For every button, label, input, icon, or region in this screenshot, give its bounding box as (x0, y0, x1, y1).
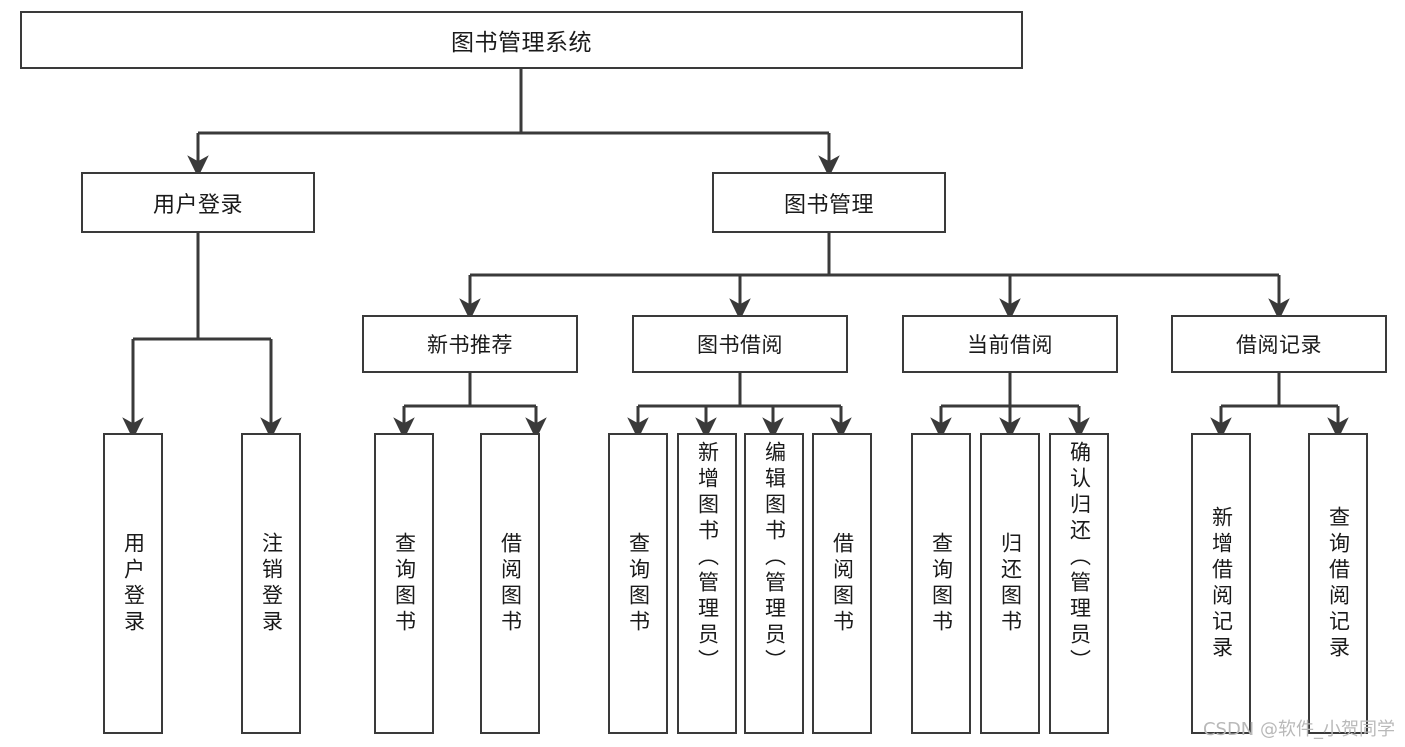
node-leaf-recommend-borrow-book[interactable]: 借阅图书 (480, 433, 540, 734)
node-label: 确认归还（管理员） (1067, 441, 1092, 675)
node-label: 编辑图书（管理员） (762, 441, 787, 675)
node-label: 当前借阅 (967, 333, 1053, 357)
node-label: 图书管理 (783, 192, 874, 218)
node-leaf-user-login-login[interactable]: 用户登录 (103, 433, 163, 734)
node-label: 图书管理系统 (451, 30, 592, 56)
node-label: 借阅图书 (830, 531, 855, 636)
leaf-text-wrap: 确认归还（管理员） (1051, 435, 1107, 732)
leaf-text-wrap: 查询图书 (913, 435, 969, 732)
leaf-text-wrap: 新增图书（管理员） (679, 435, 735, 732)
node-label: 查询图书 (626, 531, 651, 636)
node-borrow-record[interactable]: 借阅记录 (1171, 315, 1387, 373)
node-label: 新增图书（管理员） (695, 441, 720, 675)
node-leaf-current-return-book[interactable]: 归还图书 (980, 433, 1040, 734)
node-label: 注销登录 (259, 531, 284, 636)
node-user-login[interactable]: 用户登录 (81, 172, 315, 233)
leaf-text-wrap: 借阅图书 (482, 435, 538, 732)
node-leaf-record-query-borrow-record[interactable]: 查询借阅记录 (1308, 433, 1368, 734)
node-label: 新增借阅记录 (1209, 505, 1234, 662)
node-leaf-borrow-query-book[interactable]: 查询图书 (608, 433, 668, 734)
node-label: 查询图书 (929, 531, 954, 636)
node-label: 新书推荐 (427, 333, 513, 357)
csdn-watermark: CSDN @软件_小贺同学 (1202, 719, 1395, 740)
node-book-borrow[interactable]: 图书借阅 (632, 315, 848, 373)
node-book-management[interactable]: 图书管理 (712, 172, 946, 233)
node-leaf-borrow-borrow-book[interactable]: 借阅图书 (812, 433, 872, 734)
node-label: 借阅图书 (498, 531, 523, 636)
node-label: 图书借阅 (697, 333, 783, 357)
leaf-text-wrap: 查询借阅记录 (1310, 435, 1366, 732)
node-leaf-borrow-add-book-admin[interactable]: 新增图书（管理员） (677, 433, 737, 734)
node-label: 用户登录 (152, 192, 243, 218)
node-label: 查询借阅记录 (1326, 505, 1351, 662)
node-leaf-recommend-query-book[interactable]: 查询图书 (374, 433, 434, 734)
node-current-borrow[interactable]: 当前借阅 (902, 315, 1118, 373)
node-leaf-borrow-edit-book-admin[interactable]: 编辑图书（管理员） (744, 433, 804, 734)
leaf-text-wrap: 用户登录 (105, 435, 161, 732)
leaf-text-wrap: 归还图书 (982, 435, 1038, 732)
node-new-book-recommend[interactable]: 新书推荐 (362, 315, 578, 373)
node-leaf-current-query-book[interactable]: 查询图书 (911, 433, 971, 734)
leaf-text-wrap: 借阅图书 (814, 435, 870, 732)
leaf-text-wrap: 查询图书 (376, 435, 432, 732)
leaf-text-wrap: 注销登录 (243, 435, 299, 732)
node-leaf-user-login-logout[interactable]: 注销登录 (241, 433, 301, 734)
leaf-text-wrap: 编辑图书（管理员） (746, 435, 802, 732)
node-label: 归还图书 (998, 531, 1023, 636)
node-leaf-current-confirm-return-admin[interactable]: 确认归还（管理员） (1049, 433, 1109, 734)
node-label: 借阅记录 (1236, 333, 1322, 357)
node-root-book-management-system[interactable]: 图书管理系统 (20, 11, 1023, 69)
leaf-text-wrap: 查询图书 (610, 435, 666, 732)
node-label: 用户登录 (121, 531, 146, 636)
leaf-text-wrap: 新增借阅记录 (1193, 435, 1249, 732)
node-leaf-record-add-borrow-record[interactable]: 新增借阅记录 (1191, 433, 1251, 734)
node-label: 查询图书 (392, 531, 417, 636)
